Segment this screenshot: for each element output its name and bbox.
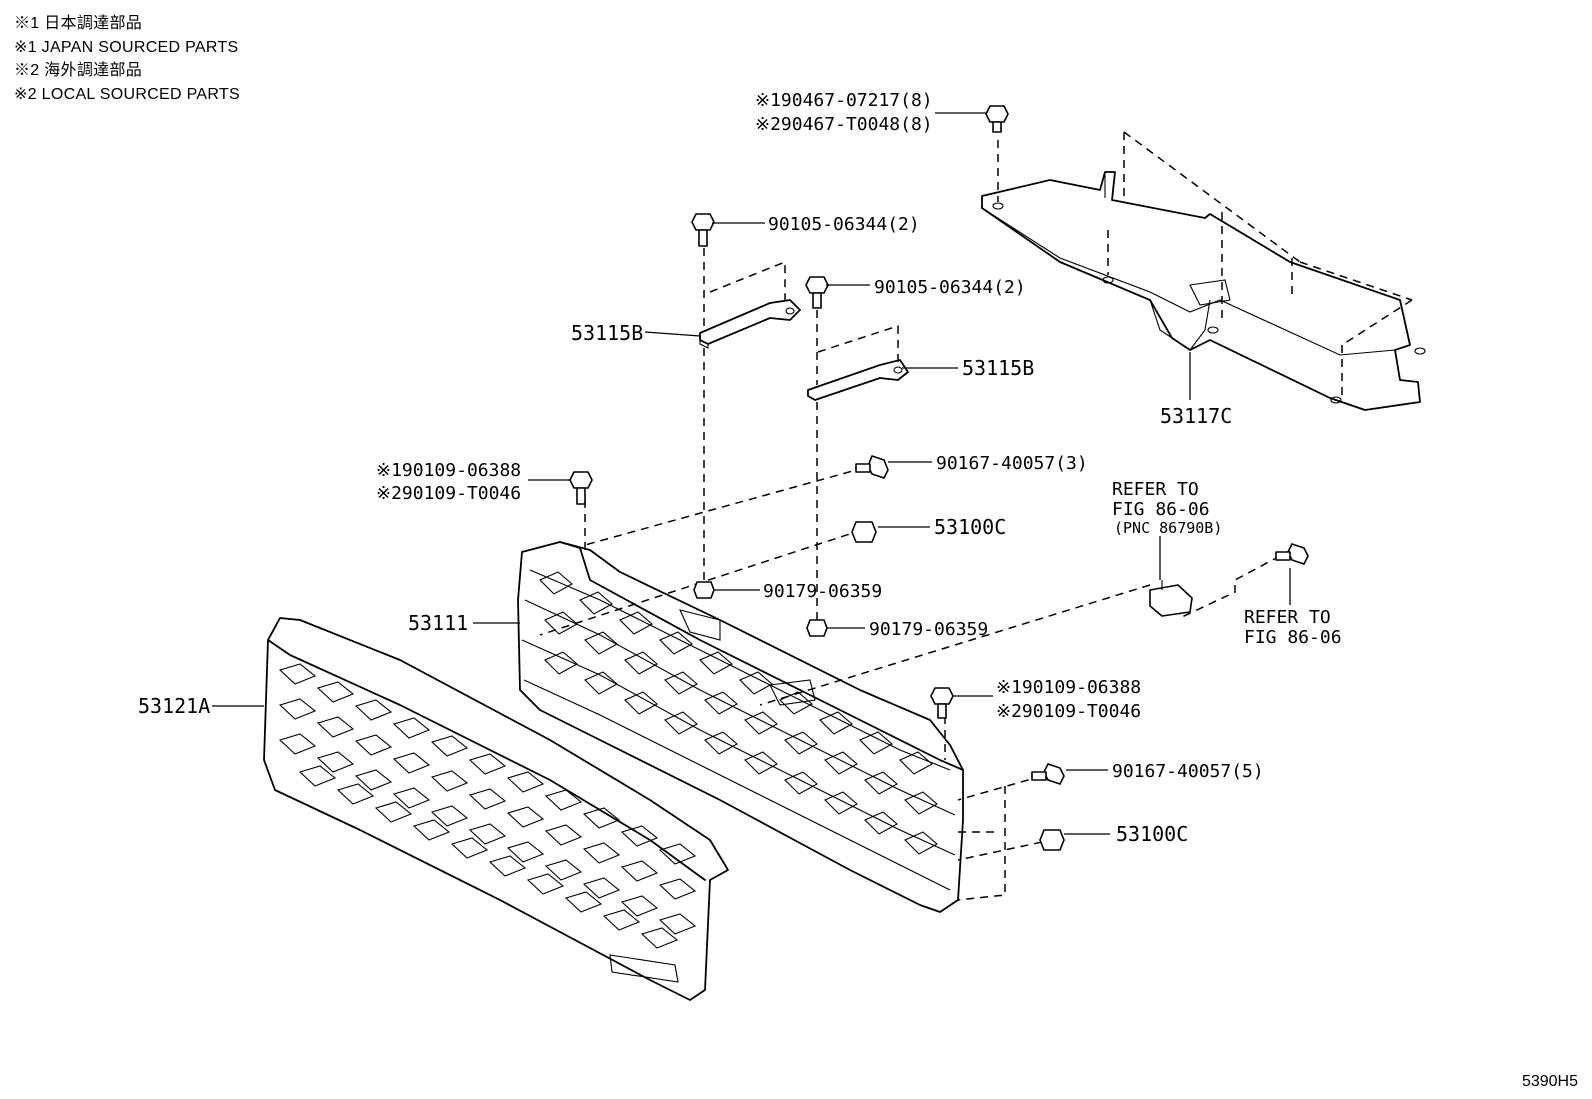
- callout-bolt-top-2: ※290467-T0048(8): [755, 114, 933, 135]
- bracket-left-part: [699, 260, 801, 349]
- callout-screw-left-2: ※290109-T0046: [376, 483, 521, 504]
- note-line: ※1 日本調達部品: [14, 15, 143, 32]
- screw-icon: [1031, 763, 1065, 785]
- callout-grille-base: 53111: [408, 611, 468, 635]
- callout-screw-right-1: ※190109-06388: [996, 677, 1141, 698]
- callout-screw-left-1: ※190109-06388: [376, 460, 521, 481]
- nut-icon: [806, 619, 828, 637]
- callout-bracket-left: 53115B: [571, 321, 643, 345]
- callout-refer-right-1: REFER TO: [1244, 607, 1331, 628]
- front-grille-part: [263, 617, 729, 1001]
- callout-screw-right-2: ※290109-T0046: [996, 701, 1141, 722]
- screw-icon: [569, 471, 593, 505]
- note-line: ※2 LOCAL SOURCED PARTS: [14, 85, 240, 103]
- bracket-right-part: [807, 324, 909, 401]
- bolt-icon: [805, 276, 829, 309]
- callout-bolt-b: 90105-06344(2): [874, 277, 1026, 298]
- screw-icon: [930, 687, 954, 719]
- note-line: ※2 海外調達部品: [14, 62, 143, 79]
- callout-refer-right-2: FIG 86-06: [1244, 627, 1342, 648]
- bolt-icon: [985, 105, 1009, 133]
- callout-refer-top-1: REFER TO: [1112, 479, 1199, 500]
- nut-icon: [693, 581, 715, 599]
- figure-id: 5390H5: [1521, 1073, 1578, 1090]
- callout-nut-b: 90179-06359: [869, 619, 988, 640]
- callout-screw-upper: 90167-40057(3): [936, 453, 1088, 474]
- screw-icon: [855, 455, 889, 479]
- callout-screw-lower: 90167-40057(5): [1112, 761, 1264, 782]
- grille-base-part: [517, 541, 964, 913]
- screw-icon: [1275, 543, 1309, 565]
- sensor-bracket-icon: [1149, 580, 1193, 617]
- clip-icon: [851, 521, 877, 543]
- callout-clip-lower: 53100C: [1116, 822, 1188, 846]
- callout-bolt-top-1: ※190467-07217(8): [755, 90, 933, 111]
- callout-bracket-right: 53115B: [962, 356, 1034, 380]
- bolt-icon: [691, 213, 715, 247]
- callout-refer-top-2: FIG 86-06: [1112, 499, 1210, 520]
- clip-icon: [1039, 829, 1065, 851]
- upper-cover-part: [981, 171, 1426, 411]
- callout-cover: 53117C: [1160, 404, 1232, 428]
- note-line: ※1 JAPAN SOURCED PARTS: [14, 38, 239, 56]
- callout-grille: 53121A: [138, 694, 210, 718]
- callout-bolt-a: 90105-06344(2): [768, 214, 920, 235]
- sourcing-notes: ※1 日本調達部品 ※1 JAPAN SOURCED PARTS ※2 海外調達…: [14, 12, 240, 106]
- callout-refer-top-3: (PNC 86790B): [1114, 519, 1222, 537]
- callout-nut-a: 90179-06359: [763, 581, 882, 602]
- callout-clip-upper: 53100C: [934, 515, 1006, 539]
